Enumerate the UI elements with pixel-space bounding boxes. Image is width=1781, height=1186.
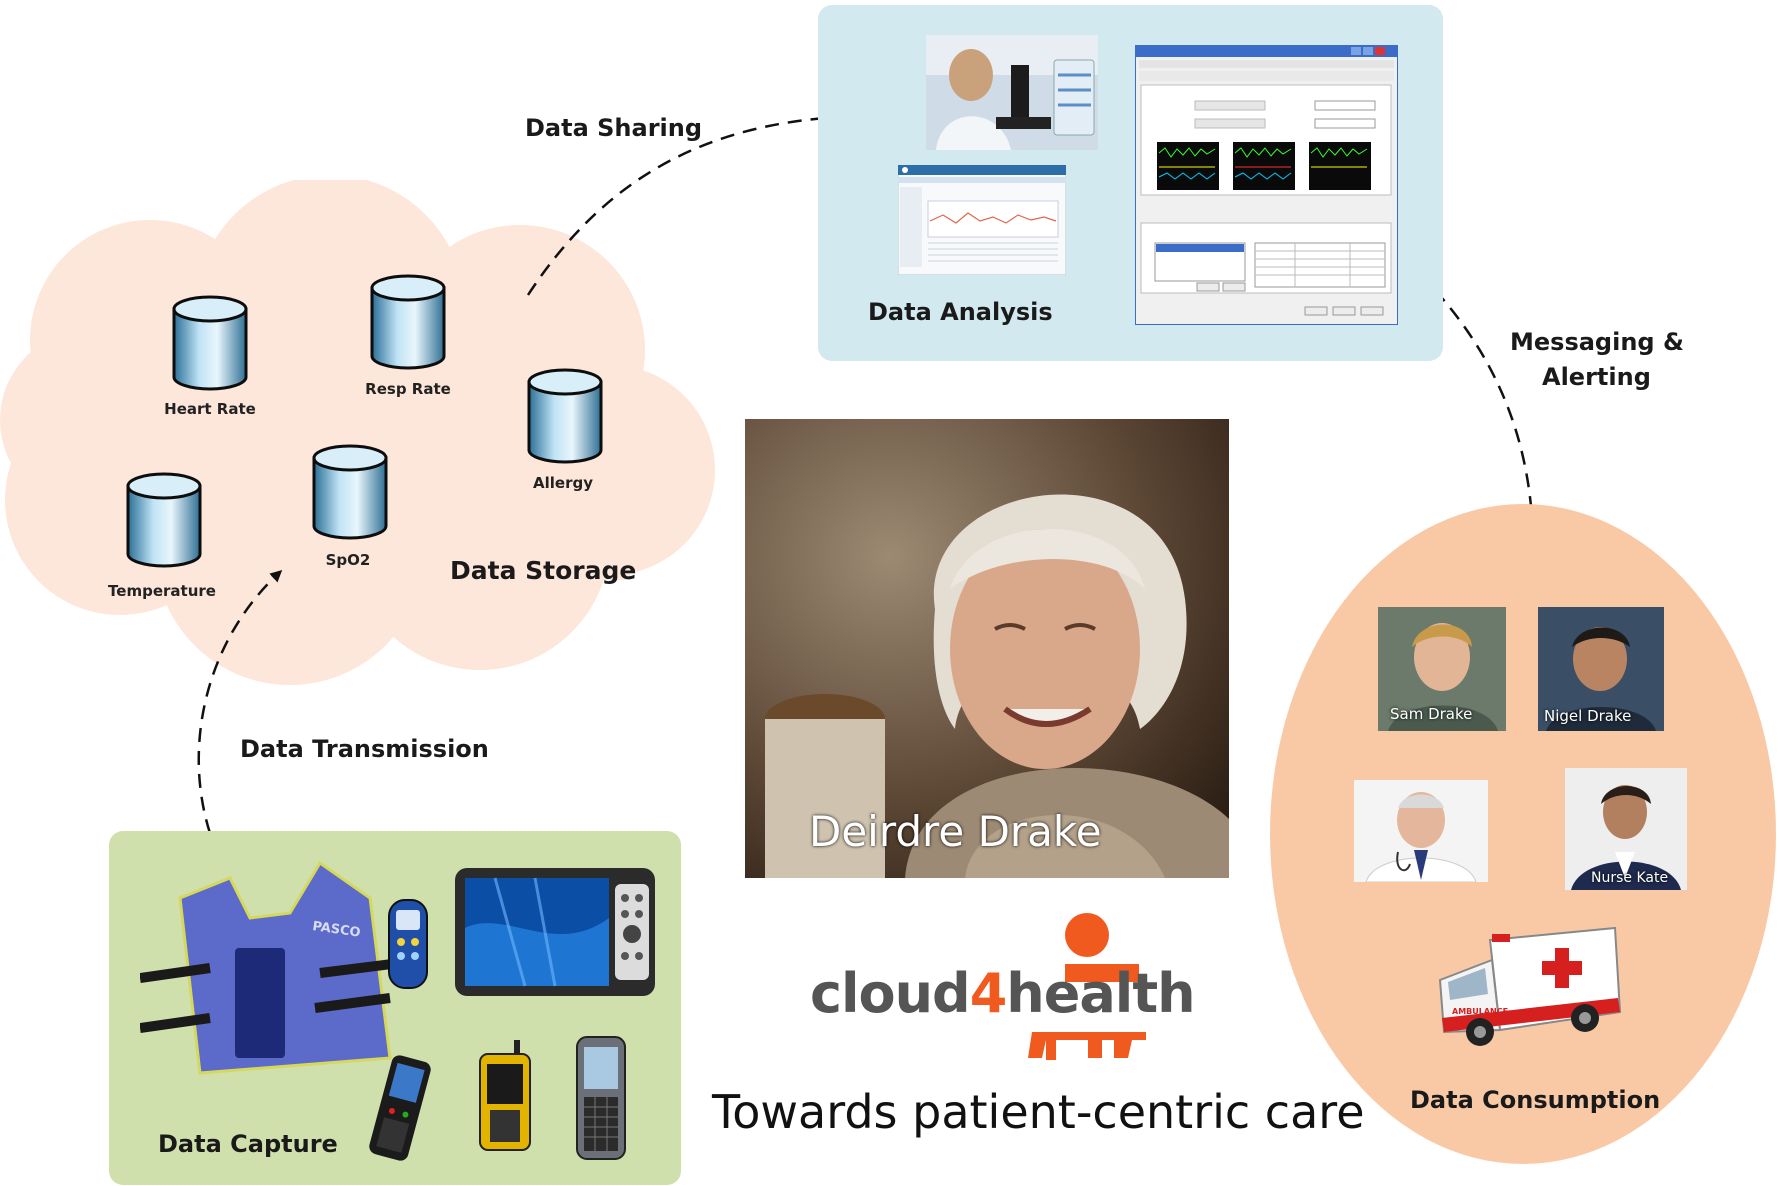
resp-rate-database-icon bbox=[370, 274, 446, 370]
allergy-label: Allergy bbox=[533, 474, 593, 492]
ambulance-text: AMBULANCE bbox=[1452, 1007, 1508, 1016]
logo-text-4: 4 bbox=[969, 962, 1008, 1025]
handheld-pda-image bbox=[576, 1036, 626, 1160]
resp-rate-label: Resp Rate bbox=[365, 380, 451, 398]
cloud4health-logo bbox=[1028, 913, 1146, 1060]
data-sharing-arrow bbox=[526, 109, 883, 296]
data-consumption-title: Data Consumption bbox=[1410, 1086, 1661, 1114]
handheld-scanner-black-image bbox=[369, 1055, 431, 1161]
sam-drake-caption: Sam Drake bbox=[1390, 705, 1473, 723]
heart-rate-label: Heart Rate bbox=[164, 400, 256, 418]
person-photo-nigel-drake: Nigel Drake bbox=[1538, 607, 1664, 731]
logo-wordmark: cloud4health bbox=[810, 962, 1196, 1025]
nurse-view-client-window bbox=[1135, 45, 1398, 325]
sensor-vest-image: PASCO bbox=[140, 860, 400, 1075]
rugged-tablet-image bbox=[455, 868, 655, 996]
data-transmission-label: Data Transmission bbox=[240, 735, 489, 763]
temperature-database-icon bbox=[126, 472, 202, 568]
patient-photo: Deirdre Drake bbox=[745, 419, 1229, 878]
lab-microscope-photo bbox=[926, 35, 1098, 150]
data-storage-title: Data Storage bbox=[450, 556, 637, 585]
logo-head-icon bbox=[1065, 913, 1109, 957]
nigel-drake-image bbox=[1538, 607, 1664, 731]
nigel-drake-caption: Nigel Drake bbox=[1544, 707, 1632, 725]
person-photo-nurse-kate: Nurse Kate bbox=[1565, 768, 1687, 890]
temperature-label: Temperature bbox=[108, 582, 216, 600]
data-sharing-label: Data Sharing bbox=[525, 114, 703, 142]
sam-drake-image bbox=[1378, 607, 1506, 731]
spo2-label: SpO2 bbox=[325, 551, 371, 569]
person-photo-sam-drake: Sam Drake bbox=[1378, 607, 1506, 731]
logo-text-cloud: cloud bbox=[810, 962, 971, 1025]
nurse-kate-caption: Nurse Kate bbox=[1591, 870, 1669, 886]
ambulance-image: AMBULANCE bbox=[1438, 926, 1622, 1046]
pulse-oximeter-image bbox=[388, 899, 428, 989]
vest-brand-text: PASCO bbox=[311, 919, 361, 941]
tagline: Towards patient-centric care bbox=[712, 1085, 1365, 1139]
doctor-image bbox=[1354, 780, 1488, 882]
logo-text-health: health bbox=[1006, 962, 1195, 1025]
patient-name: Deirdre Drake bbox=[809, 807, 1102, 856]
spo2-database-icon bbox=[312, 444, 388, 540]
messaging-alerting-label-line1: Messaging & bbox=[1510, 328, 1684, 356]
data-consumption-ellipse bbox=[1270, 504, 1776, 1164]
allergy-database-icon bbox=[527, 368, 603, 464]
data-analysis-title: Data Analysis bbox=[868, 298, 1053, 326]
person-photo-doctor bbox=[1354, 780, 1488, 882]
nurse-kate-image bbox=[1565, 768, 1687, 890]
messaging-alerting-label-line2: Alerting bbox=[1542, 363, 1651, 391]
web-dashboard-screenshot bbox=[898, 165, 1066, 275]
handheld-yellow-device-image bbox=[479, 1040, 531, 1151]
data-transmission-arrow bbox=[197, 569, 283, 876]
heart-rate-database-icon bbox=[172, 295, 248, 391]
data-capture-title: Data Capture bbox=[158, 1130, 338, 1158]
patient-portrait-image bbox=[745, 419, 1229, 878]
